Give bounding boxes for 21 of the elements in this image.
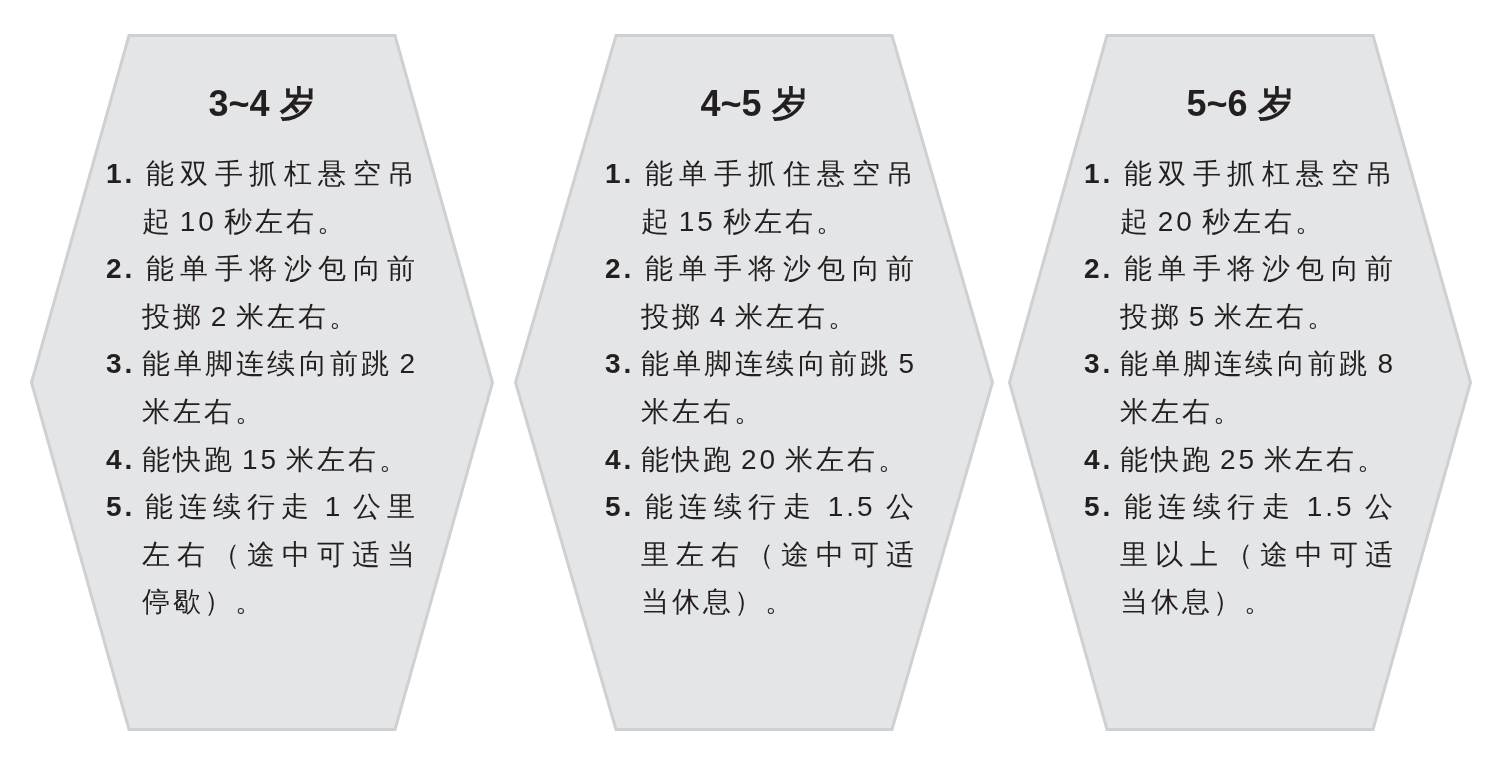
hexagon-panel xyxy=(1008,34,1472,731)
skill-item: 3. 能单脚连续向前跳 2 米左右。 xyxy=(106,347,418,429)
skill-item: 4. 能快跑 20 米左右。 xyxy=(605,442,910,477)
skill-item: 5. 能连续行走 1.5 公里左右（途中可适当休息）。 xyxy=(605,490,917,620)
skill-item: 4. 能快跑 25 米左右。 xyxy=(1084,442,1389,477)
skill-item: 3. 能单脚连续向前跳 5 米左右。 xyxy=(605,347,917,429)
skill-item: 2. 能单手将沙包向前投掷 5 米左右。 xyxy=(1084,252,1396,334)
age-heading: 3~4 岁 xyxy=(208,82,316,125)
age-heading: 5~6 岁 xyxy=(1186,82,1294,125)
skill-item: 2. 能单手将沙包向前投掷 2 米左右。 xyxy=(106,252,418,334)
skill-item: 1. 能单手抓住悬空吊起 15 秒左右。 xyxy=(605,157,917,239)
hexagon-panel xyxy=(514,34,994,731)
skill-item: 5. 能连续行走 1 公里左右（途中可适当停歇）。 xyxy=(106,490,418,620)
skill-item: 5. 能连续行走 1.5 公里以上（途中可适当休息）。 xyxy=(1084,490,1396,620)
skill-item: 2. 能单手将沙包向前投掷 4 米左右。 xyxy=(605,252,917,334)
age-heading: 4~5 岁 xyxy=(700,82,808,125)
hexagon-panel xyxy=(30,34,494,731)
skill-item: 4. 能快跑 15 米左右。 xyxy=(106,442,411,477)
skill-item: 1. 能双手抓杠悬空吊起 20 秒左右。 xyxy=(1084,157,1396,239)
skill-item: 3. 能单脚连续向前跳 8 米左右。 xyxy=(1084,347,1396,429)
skill-item: 1. 能双手抓杠悬空吊起 10 秒左右。 xyxy=(106,157,418,239)
